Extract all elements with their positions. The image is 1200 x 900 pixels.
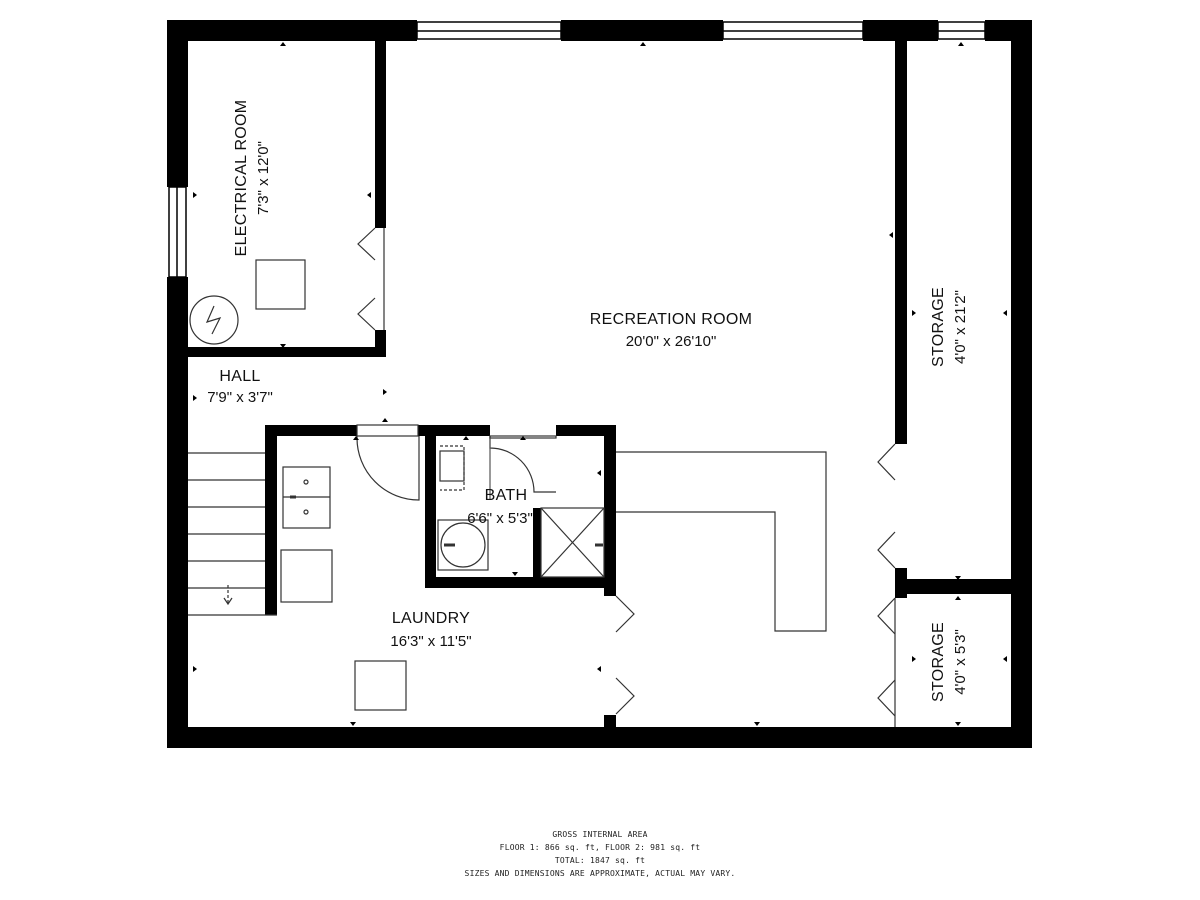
wall-electrical-right-upper [375,41,386,228]
laundry-door-swing [356,436,420,501]
wall-top-right [863,20,938,41]
hall-name: HALL [219,368,260,385]
electrical-bifold-door [357,227,385,331]
wall-shower-left [533,508,541,588]
wall-laundry-right-lower [604,715,616,727]
footer-floor-areas: FLOOR 1: 866 sq. ft, FLOOR 2: 981 sq. ft [499,843,701,852]
laundry-dims: 16'3" x 11'5" [390,633,471,650]
outer-walls [167,20,1032,748]
wall-bath-bottom [425,577,616,588]
dryer-box [354,660,407,711]
wall-bottom [167,727,1032,748]
wall-left-upper [167,20,188,187]
recreation-room-dims: 20'0" x 26'10" [626,333,717,350]
label-storage-bottom: STORAGE 4'0" x 5'3" [930,622,969,702]
laundry-door-frame [356,424,419,437]
electrical-panel-box [255,259,306,310]
electrical-room-name: ELECTRICAL ROOM [233,100,250,257]
label-storage-top: STORAGE 4'0" x 21'2" [930,287,969,367]
kitchen-counter [616,451,827,632]
storage-bottom-dims: 4'0" x 5'3" [952,629,969,695]
storage-top-bifold-door [877,443,896,569]
bath-name: BATH [485,487,528,504]
windows [168,21,986,278]
storage-bottom-bifold-door [877,597,896,717]
electrical-meter-icon [189,295,239,345]
wall-laundry-left [265,425,277,615]
tick-markers [193,42,1007,726]
wall-left-lower [167,277,188,748]
interior-walls [188,41,1011,727]
bath-dims: 6'6" x 5'3" [467,510,533,527]
storage-bottom-name: STORAGE [930,622,947,702]
toilet [439,445,465,491]
fixtures [188,227,896,727]
electrical-room-dims: 7'3" x 12'0" [255,141,272,215]
laundry-name: LAUNDRY [392,610,470,627]
wall-laundry-top-left [265,425,357,436]
bath-door-swing [489,436,556,493]
wall-storage-divider [895,579,1011,594]
bath-sink-basin [440,522,486,568]
wall-storage-left-upper [895,41,907,444]
wall-bath-top-mid [418,425,490,436]
wall-top-left [167,20,417,41]
laundry-bifold-door [615,595,635,715]
stairs [188,452,277,616]
footer-gross-area-title: GROSS INTERNAL AREA [552,830,648,839]
wall-right [1011,20,1032,748]
storage-top-dims: 4'0" x 21'2" [952,290,969,364]
hall-dims: 7'9" x 3'7" [207,389,273,406]
bath-sink-counter [437,519,489,571]
washer [280,549,333,603]
wall-electrical-right-lower [375,330,386,357]
footer-disclaimer: SIZES AND DIMENSIONS ARE APPROXIMATE, AC… [464,869,736,878]
double-sink [282,466,331,529]
footer-total-area: TOTAL: 1847 sq. ft [554,856,646,865]
wall-bath-right [604,425,616,588]
wall-bath-top-right [556,425,616,436]
wall-electrical-bottom [188,347,386,357]
wall-laundry-right-upper [604,588,616,596]
label-electrical-room: ELECTRICAL ROOM 7'3" x 12'0" [233,100,272,257]
wall-bath-left [425,425,436,588]
storage-top-name: STORAGE [930,287,947,367]
shower [540,507,605,578]
recreation-room-name: RECREATION ROOM [590,311,752,328]
wall-top-mid [561,20,723,41]
